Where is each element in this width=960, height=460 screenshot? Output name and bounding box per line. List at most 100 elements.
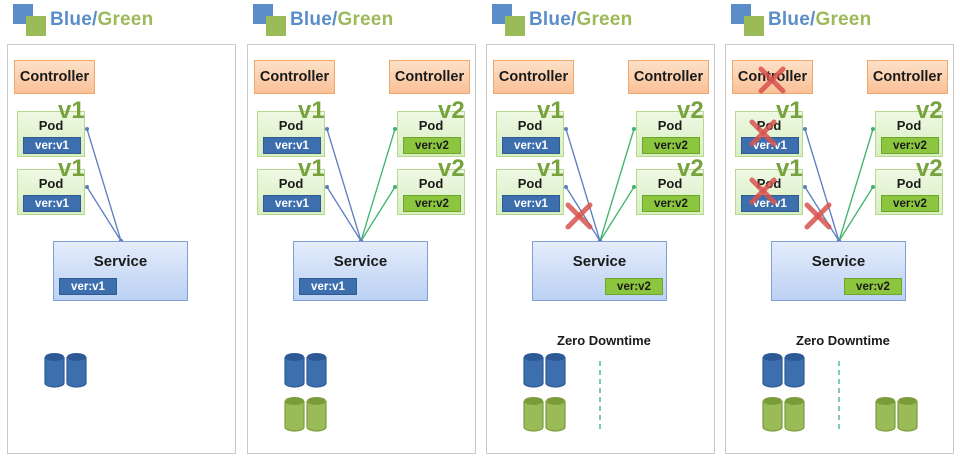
title-slash-text: / <box>331 9 338 30</box>
green-database-icon <box>875 397 896 432</box>
title-blue-text: Blue <box>290 9 332 30</box>
link-dot <box>85 185 89 189</box>
version-badge: v1 <box>776 155 803 182</box>
zero-downtime-label: Zero Downtime <box>557 333 651 348</box>
panel-title: Blue/Green <box>50 9 153 31</box>
controller-box: Controller <box>14 60 95 94</box>
blue-green-logo-icon <box>253 4 289 36</box>
link-dot <box>85 127 89 131</box>
title-green-text: Green <box>815 9 872 30</box>
pod-version-tag: ver:v2 <box>403 195 461 212</box>
link-cut-cross-icon <box>565 202 593 230</box>
green-database-icon <box>306 397 327 432</box>
panel-title: Blue/Green <box>529 9 632 31</box>
pod-version-tag: ver:v1 <box>23 195 81 212</box>
version-badge: v1 <box>298 97 325 124</box>
blue-green-logo-icon <box>492 4 528 36</box>
service-version-tag: ver:v2 <box>844 278 902 295</box>
green-database-icon <box>762 397 783 432</box>
overlay-marks <box>523 202 601 433</box>
pod-box: Pod ver:v2 <box>875 111 943 157</box>
blue-database-icon <box>306 353 327 388</box>
pod-service-link <box>360 186 396 242</box>
controller-box: Controller <box>493 60 574 94</box>
title-slash-text: / <box>91 9 98 30</box>
green-database-icon <box>897 397 918 432</box>
blue-database-icon <box>545 353 566 388</box>
pod-removed-cross-icon <box>749 177 777 205</box>
version-badge: v1 <box>298 155 325 182</box>
pod-label: Pod <box>418 118 444 133</box>
logo-green-square <box>744 16 764 36</box>
blue-green-logo-icon <box>13 4 49 36</box>
version-badge: v1 <box>58 97 85 124</box>
controller-box: Controller <box>254 60 335 94</box>
pod-label: Pod <box>896 118 922 133</box>
controller-box: Controller <box>628 60 709 94</box>
overlay-marks <box>44 353 87 388</box>
pod-version-tag: ver:v1 <box>741 137 799 154</box>
title-slash-text: / <box>809 9 816 30</box>
controller-label: Controller <box>633 69 704 85</box>
link-dot <box>564 185 568 189</box>
pod-service-link <box>86 186 122 242</box>
link-dot <box>325 185 329 189</box>
link-dot <box>803 185 807 189</box>
version-badge: v1 <box>58 155 85 182</box>
blue-database-icon <box>284 353 305 388</box>
title-blue-text: Blue <box>768 9 810 30</box>
pod-label: Pod <box>517 118 543 133</box>
service-label: Service <box>93 253 148 270</box>
link-dot <box>564 127 568 131</box>
logo-green-square <box>266 16 286 36</box>
controller-removed-cross-icon <box>758 66 786 94</box>
pod-service-link <box>599 128 635 242</box>
pod-version-tag: ver:v1 <box>263 137 321 154</box>
pod-version-tag: ver:v1 <box>263 195 321 212</box>
panel-step-4: Blue/GreenControllerControllerPodver:v1v… <box>725 0 955 460</box>
logo-green-square <box>26 16 46 36</box>
version-badge: v2 <box>916 97 943 124</box>
pod-service-link <box>838 186 874 242</box>
pod-version-tag: ver:v2 <box>403 137 461 154</box>
controller-box: Controller <box>389 60 470 94</box>
version-badge: v1 <box>537 97 564 124</box>
link-dot <box>393 185 397 189</box>
version-badge: v1 <box>537 155 564 182</box>
controller-label: Controller <box>498 69 569 85</box>
connection-lines <box>325 127 397 244</box>
controller-label: Controller <box>394 69 465 85</box>
pod-version-tag: ver:v2 <box>881 195 939 212</box>
pod-service-link <box>804 128 840 242</box>
pod-label: Pod <box>896 176 922 191</box>
service-version-tag: ver:v1 <box>299 278 357 295</box>
pod-label: Pod <box>517 176 543 191</box>
controller-label: Controller <box>19 69 90 85</box>
overlay-marks <box>749 66 918 433</box>
pod-service-link <box>326 128 362 242</box>
logo-green-square <box>505 16 525 36</box>
link-dot <box>632 185 636 189</box>
pod-version-tag: ver:v2 <box>881 137 939 154</box>
green-database-icon <box>284 397 305 432</box>
version-badge: v2 <box>677 155 704 182</box>
link-dot <box>803 127 807 131</box>
pod-removed-cross-icon <box>749 119 777 147</box>
green-database-icon <box>545 397 566 432</box>
version-badge: v2 <box>916 155 943 182</box>
blue-database-icon <box>523 353 544 388</box>
